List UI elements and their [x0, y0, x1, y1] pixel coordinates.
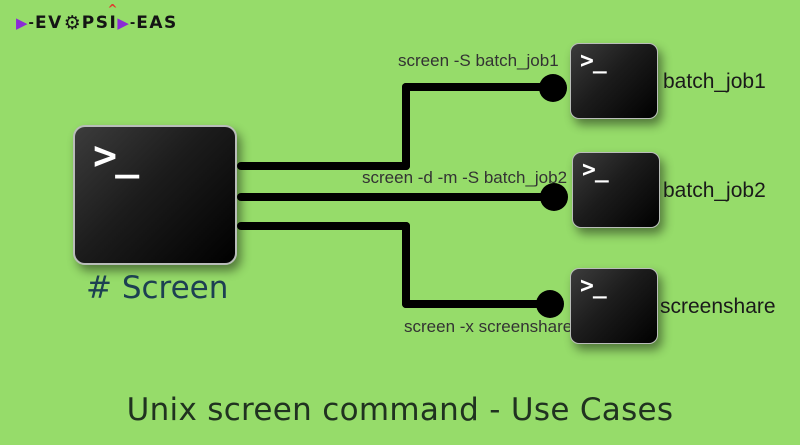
logo-dash: -	[129, 15, 136, 31]
terminal-prompt-icon: >_	[580, 48, 607, 74]
devopsideas-logo: ▶ - EV ⚙ PS I ^ ▶ - EAS	[16, 2, 178, 35]
connector-1-endpoint-dot	[539, 74, 567, 102]
terminal-batch-job1-icon: >_	[570, 43, 658, 119]
connector-3-stub	[237, 222, 410, 230]
logo-text-ps: PS	[81, 13, 110, 33]
connector-2-run	[237, 193, 555, 201]
connector-1-run	[402, 83, 554, 91]
terminal-screenshare-icon: >_	[570, 268, 658, 344]
logo-letter-i: I ^	[107, 2, 118, 33]
session-label-1: batch_job1	[663, 70, 766, 93]
session-label-2: batch_job2	[663, 179, 766, 202]
main-terminal-label: # Screen	[86, 270, 229, 306]
gear-o-icon: ⚙	[63, 11, 81, 34]
command-label-3: screen -x screenshare	[404, 317, 573, 336]
logo-dash: -	[28, 15, 34, 31]
connector-3-dropper	[402, 222, 410, 308]
main-terminal-icon: >_	[73, 125, 237, 265]
terminal-prompt-icon: >_	[580, 273, 607, 299]
command-label-1: screen -S batch_job1	[398, 51, 559, 70]
logo-i-glyph: I	[109, 13, 118, 33]
terminal-prompt-icon: >_	[93, 133, 139, 179]
connector-3-endpoint-dot	[536, 290, 564, 318]
terminal-prompt-icon: >_	[582, 157, 609, 183]
connector-1-stub	[237, 162, 410, 170]
triangle-d-icon: ▶	[117, 13, 129, 32]
diagram-title: Unix screen command - Use Cases	[126, 392, 674, 428]
connector-3-run	[402, 300, 550, 308]
triangle-d-icon: ▶	[16, 13, 28, 32]
caret-icon: ^	[107, 2, 118, 16]
logo-text-ev: EV	[34, 13, 63, 33]
command-label-2: screen -d -m -S batch_job2	[362, 168, 568, 187]
connector-1-riser	[402, 83, 410, 170]
logo-text-eas: EAS	[136, 13, 178, 33]
session-label-3: screenshare	[660, 295, 776, 318]
connector-2-endpoint-dot	[540, 183, 568, 211]
terminal-batch-job2-icon: >_	[572, 152, 660, 228]
